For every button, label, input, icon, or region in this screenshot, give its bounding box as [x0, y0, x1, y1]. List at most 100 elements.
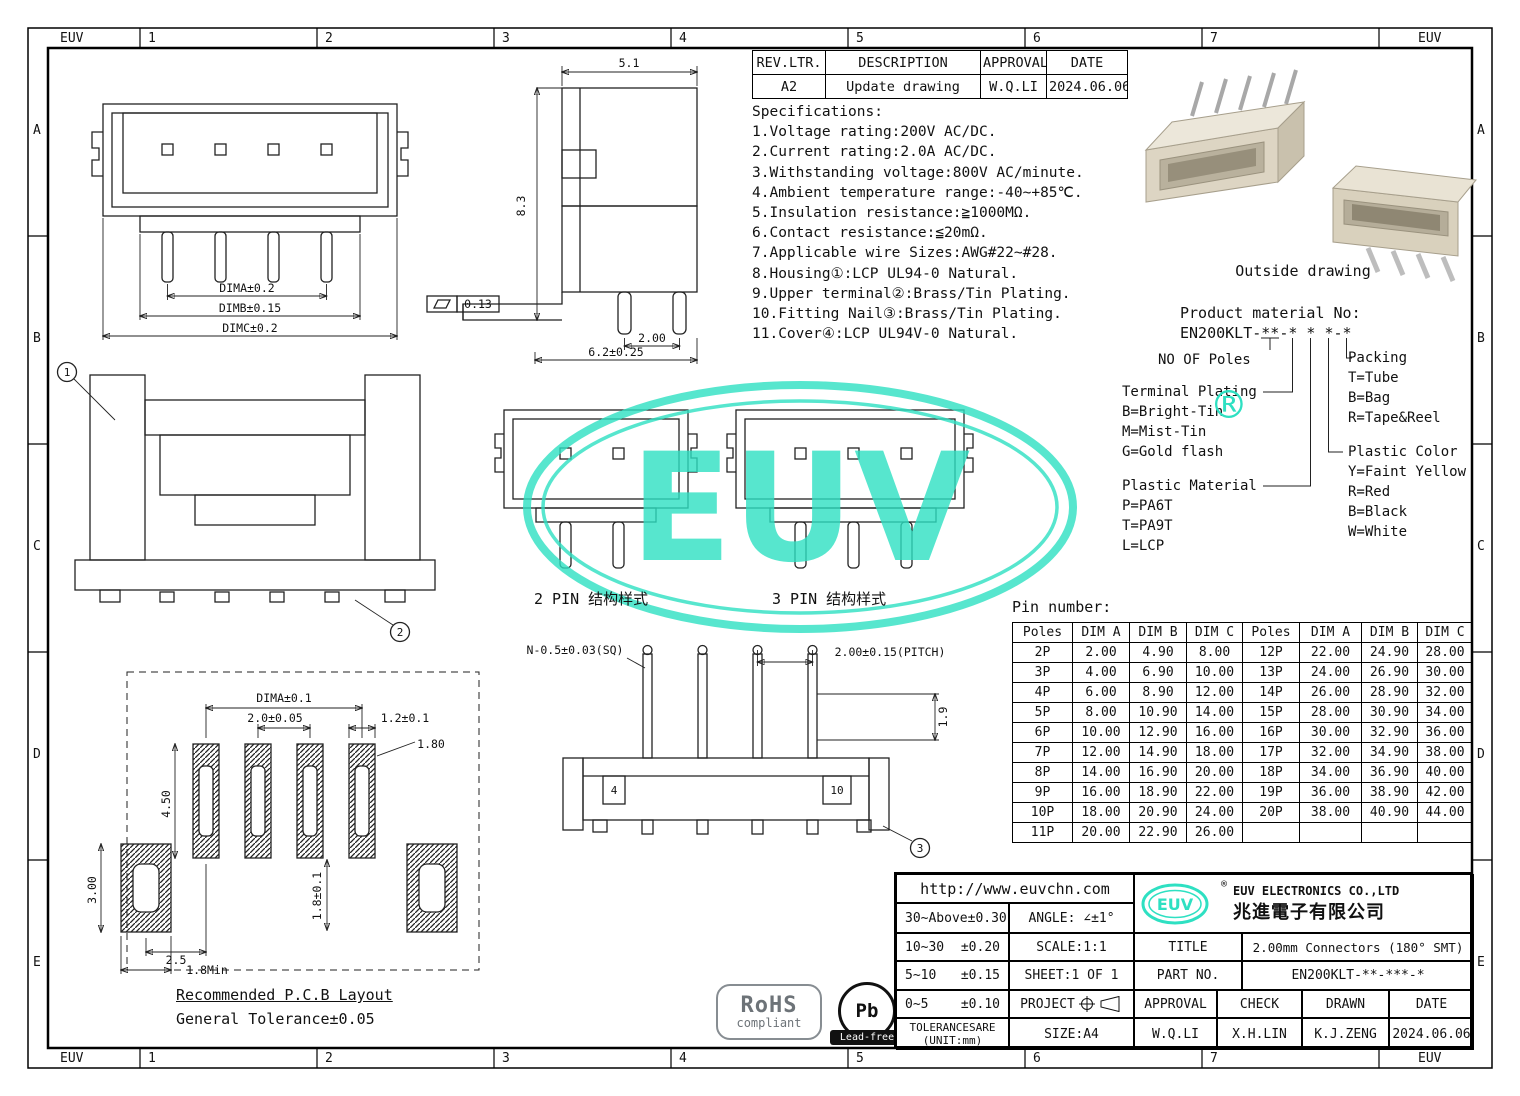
table-cell: 14.00 [1186, 702, 1243, 723]
project-label: PROJECT [1020, 996, 1075, 1012]
table-cell: 26.00 [1186, 822, 1243, 843]
title-label: TITLE [1134, 933, 1242, 961]
angle-cell: ANGLE: ∠±1° [1009, 903, 1134, 933]
drawn-value: K.J.ZENG [1302, 1018, 1389, 1050]
spec-line: 7.Applicable wire Sizes:AWG#22~#28. [752, 245, 1058, 262]
table-cell: 28.90 [1361, 682, 1418, 703]
frame-col-label: 6 [1033, 1051, 1041, 1066]
frame-col-label: 5 [856, 1051, 864, 1066]
table-cell: 20P [1242, 802, 1300, 823]
table-cell: 20.90 [1129, 802, 1187, 823]
frame-ticks [28, 28, 1492, 1068]
revision-header-row: REV.LTR. DESCRIPTION APPROVAL DATE [752, 50, 1128, 75]
outside-drawing-caption: Outside drawing [1235, 262, 1371, 280]
col-header: Poles [1242, 622, 1300, 643]
table-cell: 38.90 [1361, 782, 1418, 803]
frame-row-label: A [1477, 123, 1485, 138]
spec-line: 5.Insulation resistance:≧1000MΩ. [752, 205, 1032, 222]
table-cell: 36.90 [1361, 762, 1418, 783]
table-cell: 4.00 [1072, 662, 1130, 683]
terminal-plating-option: M=Mist-Tin [1122, 424, 1207, 440]
frame-corner-label: EUV [60, 31, 84, 46]
dim-label: 3.00 [85, 876, 99, 904]
table-cell: 22.00 [1299, 642, 1362, 663]
tolerance-row: 5~10 ±0.15 [896, 961, 1009, 990]
side-view-drawing: 5.1 8.3 0.13 2.00 6.2±0.25 [426, 56, 717, 364]
table-cell: 10P [1012, 802, 1073, 823]
tolerance-value: ±0.30 [967, 910, 1007, 926]
callout-2: 2 [397, 626, 404, 639]
table-cell: 14.00 [1072, 762, 1130, 783]
tolerance-note: TOLERANCESARE (UNIT:mm) [896, 1018, 1009, 1050]
table-cell: 44.00 [1417, 802, 1473, 823]
dim-label: DIMA±0.2 [219, 281, 274, 295]
tolerance-value: ±0.20 [960, 939, 1000, 955]
plastic-color-option: R=Red [1348, 484, 1391, 500]
table-cell: 34.90 [1361, 742, 1418, 763]
dim-label: DIMB±0.15 [219, 301, 281, 315]
check-value: X.H.LIN [1217, 1018, 1302, 1050]
three-pin-view-drawing [726, 409, 974, 569]
table-cell: 40.00 [1417, 762, 1473, 783]
table-cell [1242, 822, 1300, 843]
table-cell: 10.00 [1186, 662, 1243, 683]
dim-label: 1.2±0.1 [381, 711, 430, 725]
table-cell: 24.00 [1299, 662, 1362, 683]
company-cell: EUV ® EUV ELECTRONICS CO.,LTD 兆進電子有限公司 [1134, 874, 1474, 933]
size-cell: SIZE:A4 [1009, 1018, 1134, 1050]
rohs-logo: RoHS compliant [716, 984, 822, 1040]
pin-side-view-drawing: N-0.5±0.03(SQ) 2.00±0.15(PITCH) 4 10 1.9… [527, 643, 950, 859]
frame-corner-label: EUV [60, 1051, 84, 1066]
pin-table-header-row: Poles DIM A DIM B DIM C Poles DIM A DIM … [1012, 622, 1473, 643]
table-cell: 42.00 [1417, 782, 1473, 803]
part-number-leader-lines [1261, 337, 1352, 487]
col-header: DIM C [1417, 622, 1473, 643]
frame-col-label: 6 [1033, 31, 1041, 46]
tolerance-range: 0~5 [905, 996, 929, 1012]
table-cell: 18.00 [1186, 742, 1243, 763]
frame-col-label: 5 [856, 31, 864, 46]
table-cell: 22.00 [1186, 782, 1243, 803]
plastic-material-option: T=PA9T [1122, 518, 1173, 534]
tolerance-row: 0~5 ±0.10 [896, 990, 1009, 1018]
dim-label: 1.9 [936, 707, 950, 728]
frame-col-label: 7 [1210, 1051, 1218, 1066]
frame-row-label: E [33, 955, 41, 970]
table-cell: A2 [752, 74, 826, 99]
table-cell: 6.00 [1072, 682, 1130, 703]
table-cell: 14.90 [1129, 742, 1187, 763]
rohs-subtext: compliant [736, 1015, 802, 1030]
col-header: DATE [1046, 50, 1128, 75]
table-cell: 16.90 [1129, 762, 1187, 783]
frame-row-label: A [33, 123, 41, 138]
front-view-drawing: DIMA±0.2 DIMB±0.15 DIMC±0.2 [91, 103, 409, 340]
two-pin-view-drawing [494, 409, 698, 569]
logo-registered-icon: ® [1221, 879, 1228, 890]
table-cell: 18.00 [1072, 802, 1130, 823]
plastic-color-option: W=White [1348, 524, 1408, 540]
table-cell: 32.00 [1299, 742, 1362, 763]
table-cell: 6P [1012, 722, 1073, 743]
title-value: 2.00mm Connectors (180° SMT) [1242, 933, 1474, 961]
terminal-plating-option: B=Bright-Tin [1122, 404, 1224, 420]
packing-title: Packing [1348, 350, 1408, 366]
frame-col-label: 4 [679, 1051, 687, 1066]
table-cell: 10.00 [1072, 722, 1130, 743]
col-header: DIM A [1072, 622, 1130, 643]
table-cell: 34.00 [1417, 702, 1473, 723]
table-cell: 4P [1012, 682, 1073, 703]
terminal-plating-title: Terminal Plating [1122, 384, 1257, 400]
col-header: DIM A [1299, 622, 1362, 643]
col-header: DIM B [1361, 622, 1418, 643]
table-cell: 30.00 [1417, 662, 1473, 683]
pcb-layout-drawing: DIMA±0.1 2.0±0.05 1.2±0.1 1.80 4.50 3.00… [85, 671, 480, 977]
general-tolerance-note: General Tolerance±0.05 [176, 1010, 375, 1028]
date-value: 2024.06.06 [1389, 1018, 1474, 1050]
table-cell: 12.00 [1072, 742, 1130, 763]
pin-number-table: Poles DIM A DIM B DIM C Poles DIM A DIM … [1012, 622, 1473, 843]
table-cell: 13P [1242, 662, 1300, 683]
terminal-plating-option: G=Gold flash [1122, 444, 1224, 460]
